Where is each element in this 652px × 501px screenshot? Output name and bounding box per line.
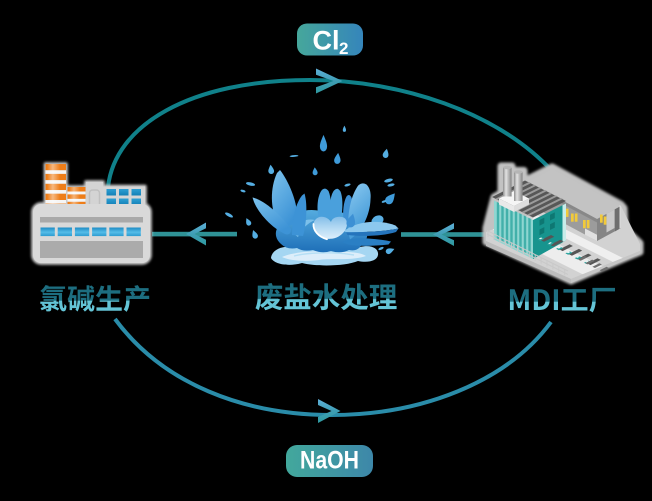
svg-text:2: 2	[339, 39, 348, 58]
svg-text:NaOH: NaOH	[300, 447, 359, 475]
svg-text:Cl: Cl	[313, 25, 340, 55]
